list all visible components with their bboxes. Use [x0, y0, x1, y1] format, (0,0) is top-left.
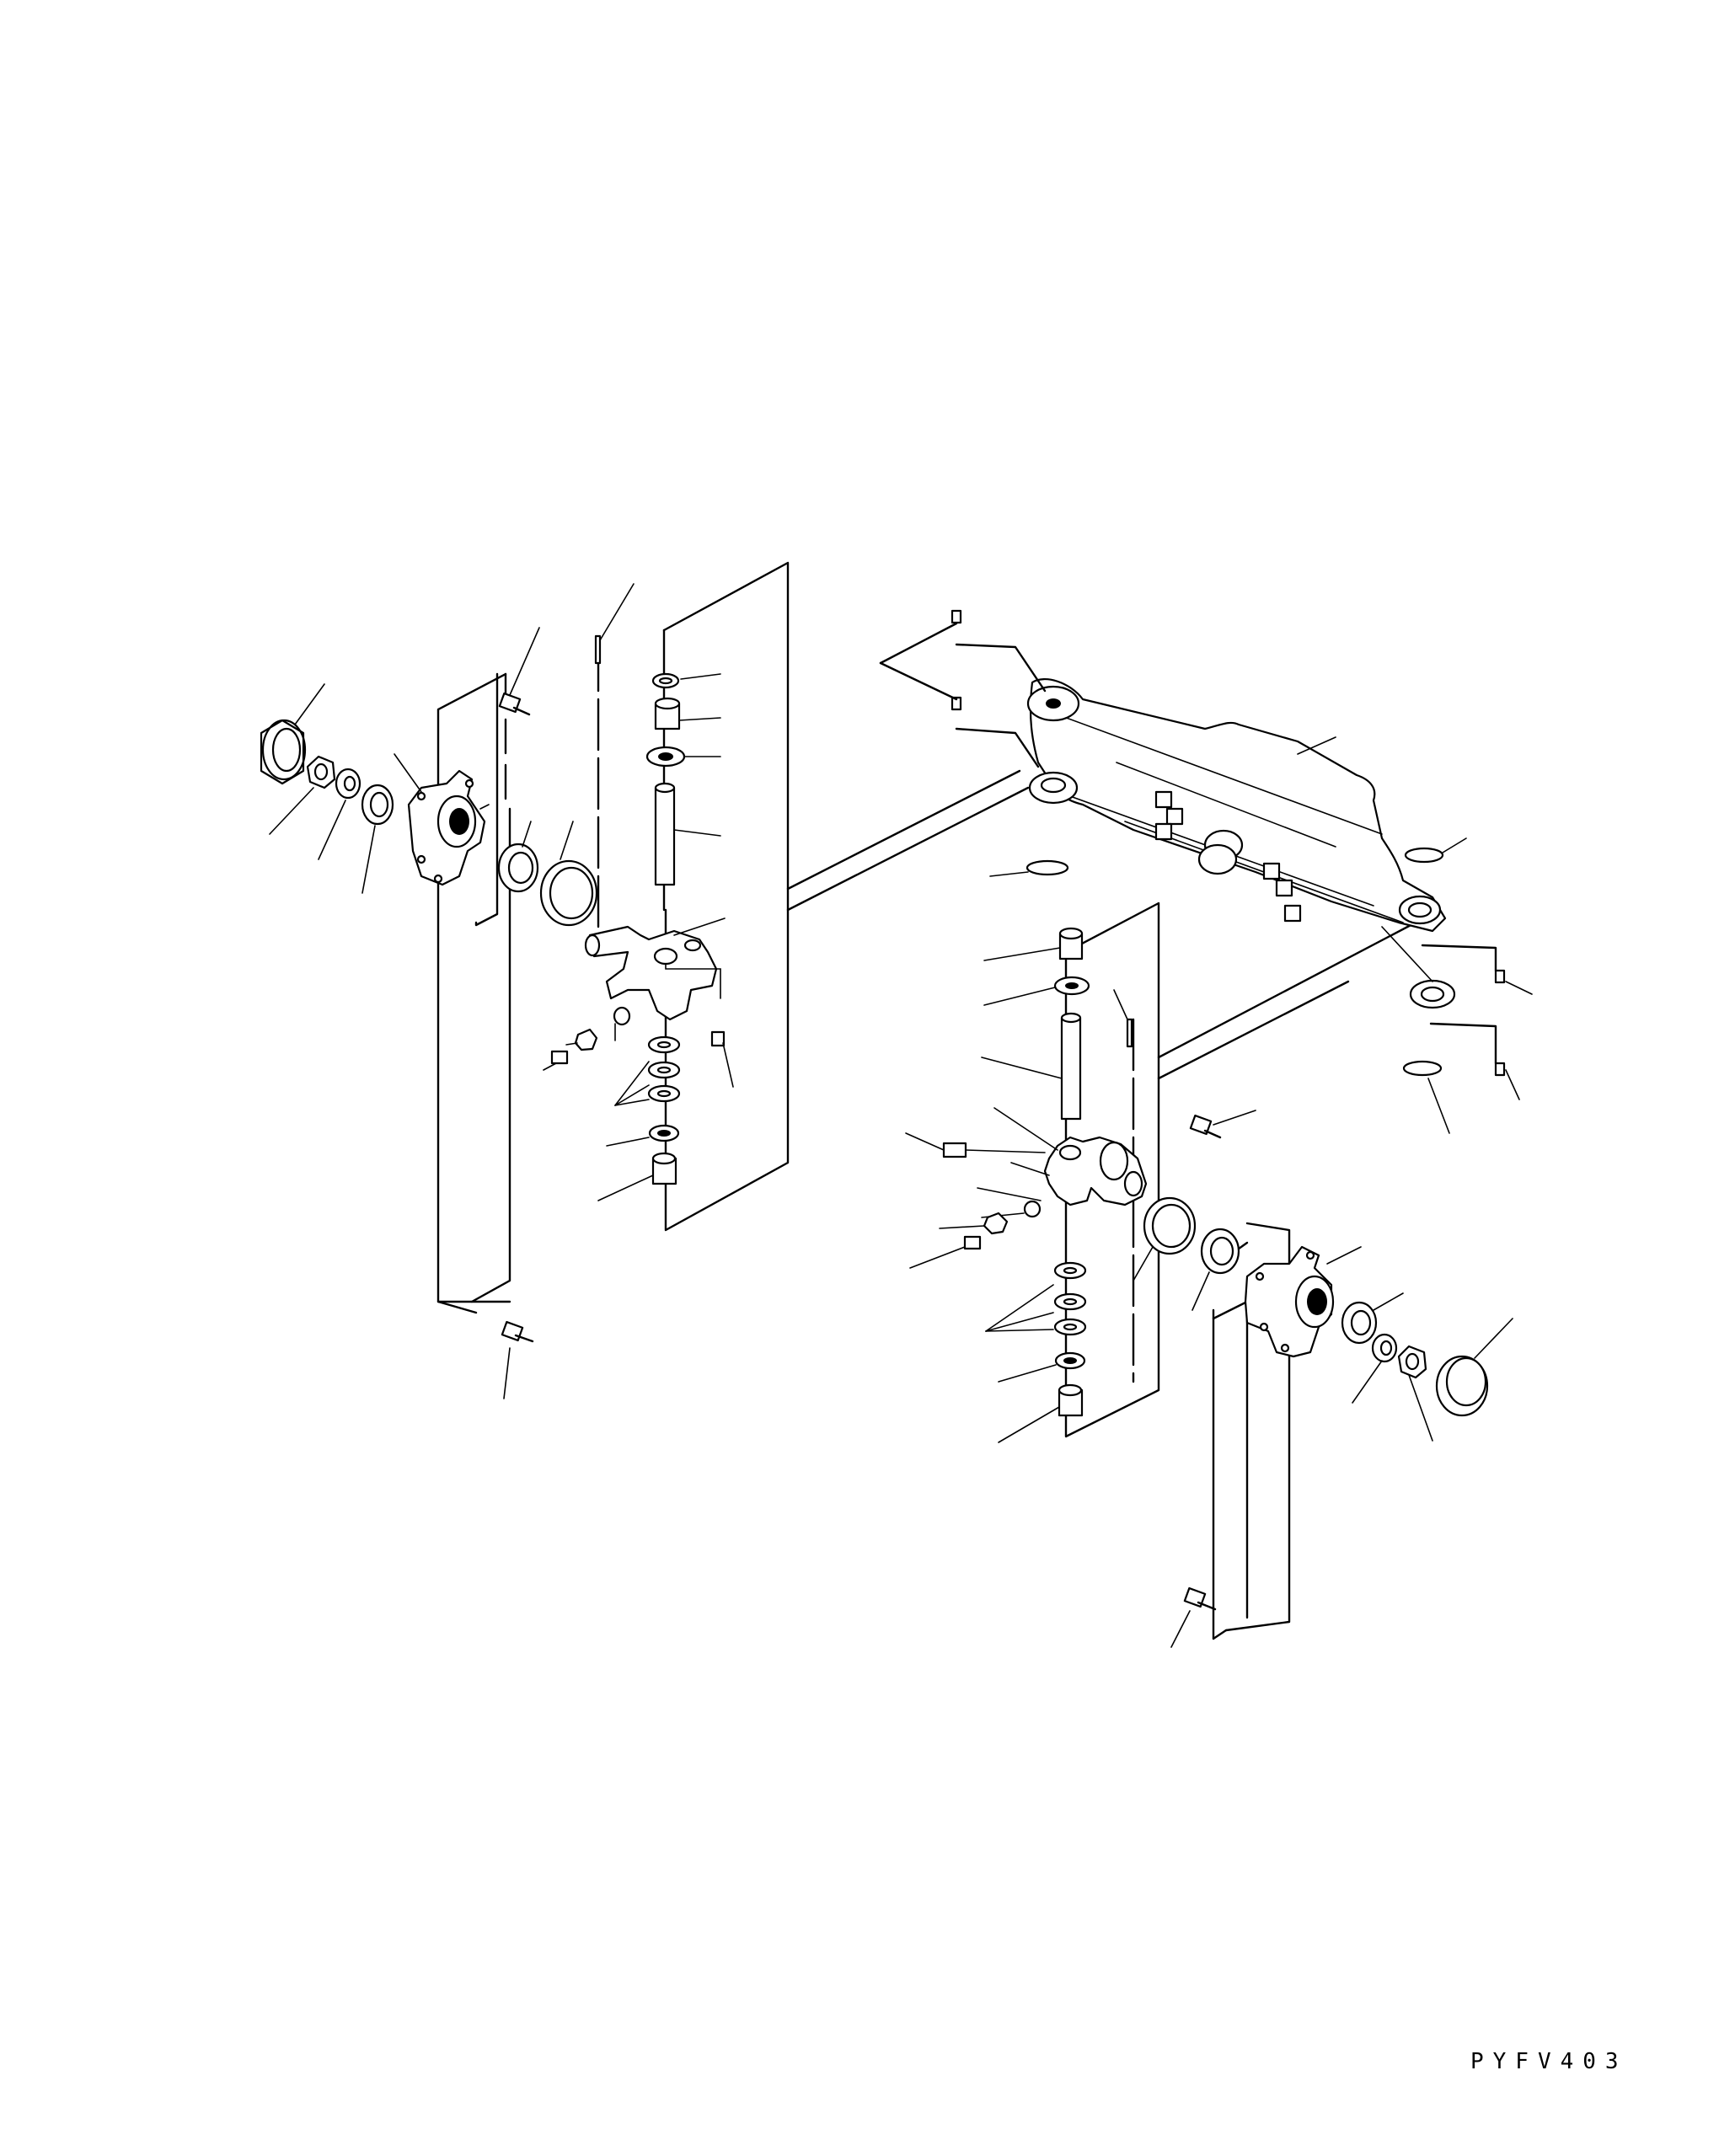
right-knuckle-fasteners [906, 1133, 1045, 1268]
left-knuckle [586, 918, 725, 1019]
right-knuckle [977, 1108, 1146, 1205]
right-hub-assembly [1133, 1198, 1513, 1441]
left-kingpin-stack [596, 584, 720, 1201]
left-hub-assembly [261, 684, 597, 925]
left-hub-bolts [500, 628, 539, 1399]
beam-shim-plates [990, 737, 1466, 1133]
drawing-code-label: PYFV403 [1470, 2049, 1628, 2074]
axle-beam [1028, 679, 1454, 1008]
left-assembly-frame-lines [438, 674, 510, 1313]
left-knuckle-fasteners [544, 1008, 733, 1087]
right-hub-bolts [1171, 1110, 1256, 1647]
beam-grease-fittings [881, 611, 1532, 1099]
right-kingpin-stack [982, 928, 1132, 1442]
